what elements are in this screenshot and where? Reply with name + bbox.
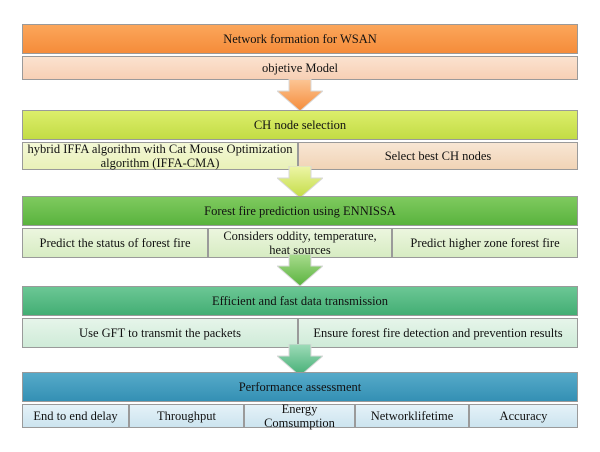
stage5-title: Performance assessment <box>22 372 578 402</box>
stage1-title: Network formation for WSAN <box>22 24 578 54</box>
stage4-item-use-gft: Use GFT to transmit the packets <box>22 318 298 348</box>
stage3-item-considers-oddity: Considers oddity, temperature, heat sour… <box>208 228 392 258</box>
stage3-items: Predict the status of forest fire Consid… <box>22 228 578 258</box>
stage2-item-select-ch: Select best CH nodes <box>298 142 578 170</box>
stage3-title: Forest fire prediction using ENNISSA <box>22 196 578 226</box>
stage5-items: End to end delay Throughput Energy Comsu… <box>22 402 578 430</box>
stage5-item-end-to-end-delay: End to end delay <box>22 404 129 428</box>
stage4-items: Use GFT to transmit the packets Ensure f… <box>22 318 578 348</box>
stage2-title: CH node selection <box>22 110 578 140</box>
stage2-item-hybrid-iffa-cma: hybrid IFFA algorithm with Cat Mouse Opt… <box>22 142 298 170</box>
arrow-down-icon <box>277 254 323 286</box>
stage2-items: hybrid IFFA algorithm with Cat Mouse Opt… <box>22 142 578 170</box>
stage3-item-predict-status: Predict the status of forest fire <box>22 228 208 258</box>
stage5-item-accuracy: Accuracy <box>469 404 578 428</box>
arrow-down-icon <box>277 166 323 198</box>
stage5-item-energy-consumption: Energy Comsumption <box>244 402 355 430</box>
stage3-item-predict-higher-zone: Predict higher zone forest fire <box>392 228 578 258</box>
stage1-item-objective-model: objetive Model <box>22 56 578 80</box>
stage4-title: Efficient and fast data transmission <box>22 286 578 316</box>
arrow-down-icon <box>277 344 323 376</box>
stage4-item-ensure-detection: Ensure forest fire detection and prevent… <box>298 318 578 348</box>
stage5-item-throughput: Throughput <box>129 404 244 428</box>
stage5-item-networklifetime: Networklifetime <box>355 404 469 428</box>
arrow-down-icon <box>277 79 323 111</box>
